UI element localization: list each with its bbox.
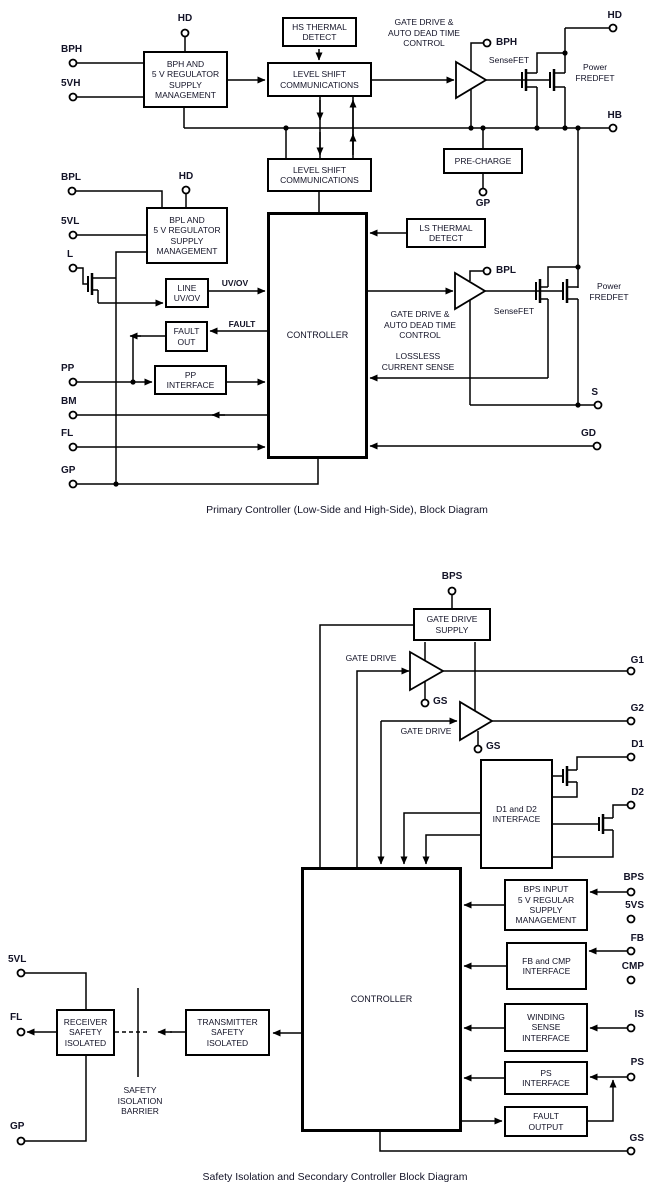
block-level-shift-comm-top: LEVEL SHIFT COMMUNICATIONS [267,62,372,97]
block-primary-controller: CONTROLLER [267,212,368,459]
secondary-driver-triangles [409,650,494,742]
gate-driver-2-triangle [459,700,494,742]
block-gate-drive-supply: GATE DRIVE SUPPLY [413,608,491,641]
pin-label-hd-right: HD [607,10,622,21]
label-power-fredfet-hs: Power FREDFET [575,62,615,83]
pin-label-pp: PP [61,363,75,374]
label-gate-drive-hs: GATE DRIVE & AUTO DEAD TIME CONTROL [388,17,460,49]
block-ps-interface: PS INTERFACE [504,1061,588,1095]
block-ls-thermal-detect: LS THERMAL DETECT [406,218,486,248]
label-sensefet-ls: SenseFET [493,306,535,316]
block-bps-input-supply: BPS INPUT 5 V REGULAR SUPPLY MANAGEMENT [504,879,588,931]
hs-gate-driver-triangle [455,60,488,100]
block-hs-thermal-detect: HS THERMAL DETECT [282,17,357,47]
primary-junction-dots [113,50,581,487]
block-line-uvov: LINE UV/OV [165,278,209,308]
pin-label-gs-bottom: GS [629,1133,644,1144]
pin-label-d1: D1 [631,739,644,750]
pin-label-cmp: CMP [621,961,644,972]
caption-secondary: Safety Isolation and Secondary Controlle… [202,1171,468,1183]
pin-label-hd-mid: HD [178,171,194,182]
pin-label-gp-precharge: GP [475,198,491,209]
label-sensefet-hs: SenseFET [488,55,530,65]
caption-primary: Primary Controller (Low-Side and High-Si… [206,504,488,516]
pin-label-gd: GD [581,428,596,439]
secondary-pin-terminals [16,586,636,1156]
pin-label-5vl: 5VL [61,216,80,227]
pin-label-l: L [67,249,74,260]
pin-label-hb: HB [607,110,622,121]
primary-pin-terminals [67,23,618,489]
label-fault-signal: FAULT [228,319,256,329]
label-safety-isolation-barrier: SAFETY ISOLATION BARRIER [117,1085,163,1117]
label-gate-drive-2: GATE DRIVE [400,726,452,736]
pin-label-5vl-secondary: 5VL [8,954,27,965]
block-fault-out: FAULT OUT [165,321,208,352]
pin-label-fl: FL [61,428,74,439]
pin-label-fb: FB [630,933,644,944]
block-bpl-regulator: BPL AND 5 V REGULATOR SUPPLY MANAGEMENT [146,207,228,264]
block-pre-charge: PRE-CHARGE [443,148,523,174]
gs-bottom-line [379,1132,627,1152]
left-rail [115,251,146,484]
gate-driver-1-triangle [409,650,445,692]
secondary-wires [25,595,627,1152]
block-d1-d2-interface: D1 and D2 INTERFACE [480,759,553,869]
pin-label-g2: G2 [630,703,644,714]
pin-label-5vh: 5VH [61,78,81,89]
pin-label-g1: G1 [630,655,644,666]
pin-label-gs-2: GS [486,741,501,752]
pin-label-bph: BPH [61,44,83,55]
block-fault-output: FAULT OUTPUT [504,1106,588,1137]
label-uvov-signal: UV/OV [221,278,249,288]
pin-label-bpl: BPL [61,172,81,183]
pin-label-gp: GP [61,465,76,476]
pin-label-5vs: 5VS [625,900,644,911]
block-winding-sense-interface: WINDING SENSE INTERFACE [504,1003,588,1052]
pin-label-fl-secondary: FL [10,1012,23,1023]
pin-label-gp-secondary: GP [10,1121,25,1132]
block-level-shift-comm-bottom: LEVEL SHIFT COMMUNICATIONS [267,158,372,192]
ls-gate-driver-triangle [454,271,487,311]
pin-label-bm: BM [61,396,77,407]
pin-label-bps-top: BPS [441,571,463,582]
pin-label-gs-1: GS [433,696,448,707]
block-fb-cmp-interface: FB and CMP INTERFACE [506,942,587,990]
pin-label-hd-left: HD [177,13,193,24]
label-gate-drive-ls: GATE DRIVE & AUTO DEAD TIME CONTROL [384,309,456,341]
pin-label-bph-right: BPH [496,37,518,48]
gp-line [77,459,319,485]
label-power-fredfet-ls: Power FREDFET [589,281,629,302]
supply-left-rail [319,624,413,867]
label-gate-drive-1: GATE DRIVE [345,653,397,663]
block-transmitter-safety-isolated: TRANSMITTER SAFETY ISOLATED [185,1009,270,1056]
pin-label-s: S [591,387,598,398]
block-secondary-controller: CONTROLLER [301,867,462,1132]
pin-label-is: IS [634,1009,644,1020]
pin-label-bpl-right: BPL [496,265,516,276]
pin-label-bps-right: BPS [623,872,644,883]
block-pp-interface: PP INTERFACE [154,365,227,395]
pin-label-ps: PS [630,1057,644,1068]
block-receiver-safety-isolated: RECEIVER SAFETY ISOLATED [56,1009,115,1056]
label-lossless-current-sense: LOSSLESS CURRENT SENSE [381,351,455,372]
primary-driver-triangles [454,60,488,311]
pin-label-d2: D2 [631,787,644,798]
block-bph-regulator: BPH AND 5 V REGULATOR SUPPLY MANAGEMENT [143,51,228,108]
primary-wires [76,27,609,485]
